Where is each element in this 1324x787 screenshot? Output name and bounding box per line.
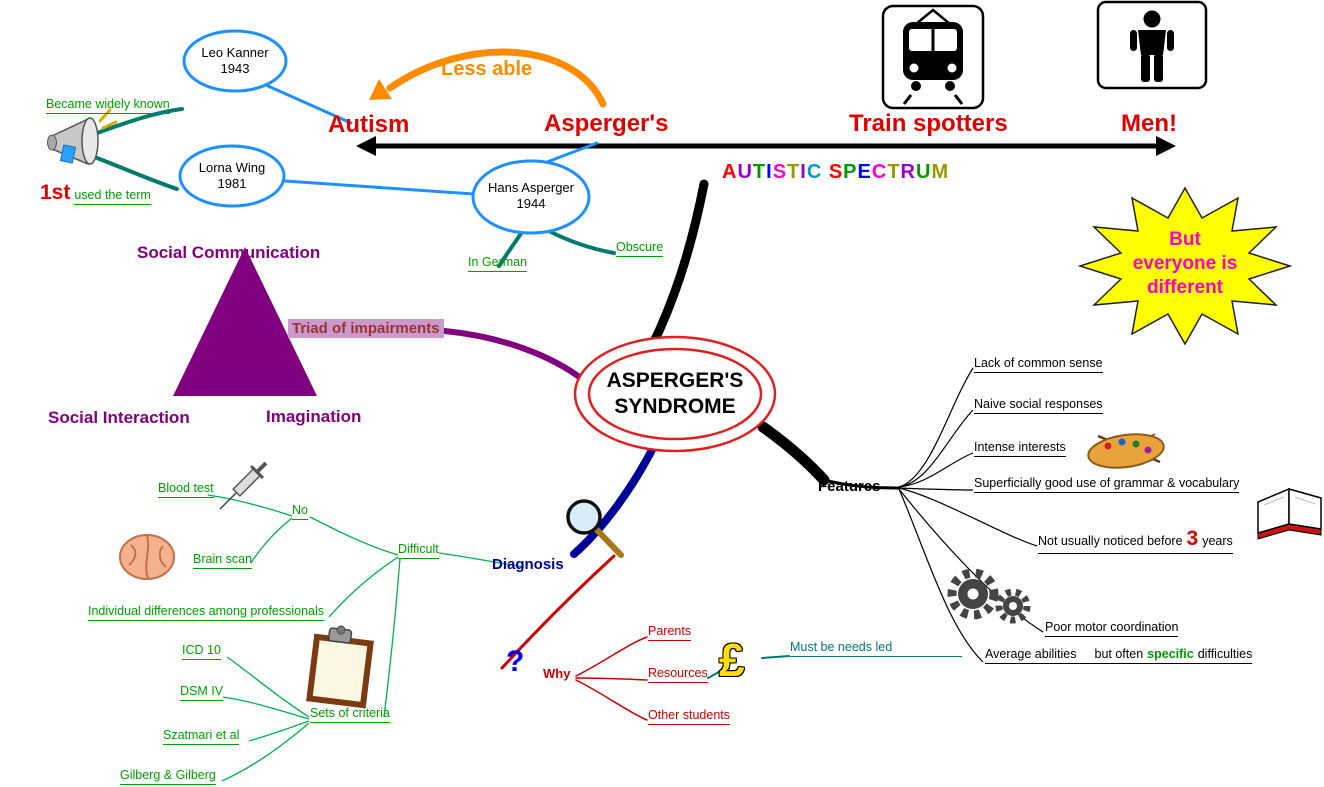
node-individual-differences[interactable]: Individual differences among professiona… (88, 604, 325, 621)
node-dsm4[interactable]: DSM IV (180, 684, 224, 701)
leo-kanner-year: 1943 (220, 61, 250, 76)
first-label: 1st (40, 181, 71, 204)
but-often-text: but often (1094, 647, 1144, 661)
question-mark-icon: ? (506, 645, 525, 678)
node-difficult[interactable]: Difficult (398, 542, 439, 559)
node-train-spotters[interactable]: Train spotters (849, 110, 1008, 137)
feature-branch-lines (898, 367, 1044, 663)
years-text: years (1202, 534, 1233, 548)
history-node-ellipses (178, 29, 591, 235)
hans-asperger-name: Hans Asperger (488, 180, 574, 195)
clipboard-icon (306, 625, 374, 709)
node-why[interactable]: Why (543, 666, 571, 681)
node-naive-social-responses[interactable]: Naive social responses (974, 397, 1103, 414)
syringe-icon (219, 461, 268, 510)
node-social-communication[interactable]: Social Communication (137, 243, 321, 262)
book-icon (1257, 487, 1322, 540)
difficulties-text: difficulties (1197, 647, 1253, 661)
train-icon (881, 4, 985, 110)
diagnosis-branch-lines (207, 494, 525, 782)
leo-kanner-ellipse (182, 29, 288, 93)
starburst-line1: But (1169, 229, 1201, 250)
central-node-ellipse[interactable] (573, 335, 777, 453)
central-title-line2: SYNDROME (614, 395, 736, 418)
starburst-shape (1077, 186, 1293, 346)
central-node-title[interactable]: ASPERGER'S SYNDROME (575, 368, 775, 420)
autistic-spectrum-label[interactable]: AUTISTIC SPECTRUM (722, 161, 950, 183)
node-brain-scan[interactable]: Brain scan (193, 552, 253, 569)
node-parents[interactable]: Parents (648, 624, 692, 641)
starburst-note[interactable]: But everyone is different (1103, 228, 1267, 300)
node-triad-of-impairments[interactable]: Triad of impairments (288, 319, 444, 338)
node-poor-motor-coordination[interactable]: Poor motor coordination (1045, 620, 1179, 637)
node-no[interactable]: No (292, 503, 308, 520)
branch-centre-to-diagnosis (570, 440, 659, 558)
man-icon (1096, 0, 1208, 90)
starburst-line2: everyone is (1132, 253, 1238, 274)
node-szatmari[interactable]: Szatmari et al (163, 728, 240, 745)
needs-led-lines (707, 655, 790, 679)
branch-centre-to-spectrum (647, 179, 709, 351)
node-blood-test[interactable]: Blood test (158, 481, 214, 498)
branch-centre-to-features (757, 421, 901, 490)
gears-icon (947, 568, 1031, 624)
node-men[interactable]: Men! (1121, 110, 1177, 137)
node-other-students[interactable]: Other students (648, 708, 730, 725)
node-diagnosis[interactable]: Diagnosis (492, 556, 564, 573)
lorna-wing-year: 1981 (217, 176, 247, 191)
less-able-arrow (369, 48, 607, 108)
brain-icon (119, 534, 175, 580)
node-imagination[interactable]: Imagination (266, 407, 362, 426)
three-number: 3 (1186, 527, 1199, 550)
node-average-abilities[interactable]: Average abilities but often specific dif… (985, 647, 1253, 664)
average-abilities-text: Average abilities (985, 647, 1077, 661)
node-hans-asperger[interactable]: Hans Asperger 1944 (473, 180, 589, 212)
less-able-label[interactable]: Less able (441, 58, 533, 80)
branch-centre-to-triad (442, 328, 585, 382)
node-first-used-term[interactable]: 1st used the term (40, 181, 151, 205)
lorna-wing-name: Lorna Wing (198, 160, 266, 175)
node-features[interactable]: Features (818, 478, 881, 495)
history-connector-lines (266, 84, 599, 196)
node-icd10[interactable]: ICD 10 (182, 643, 221, 660)
central-title-line1: ASPERGER'S (606, 369, 744, 392)
spectrum-axis-arrow (356, 136, 1176, 156)
megaphone-icon (47, 108, 118, 166)
used-the-term-label: used the term (74, 188, 151, 205)
node-autism[interactable]: Autism (328, 111, 410, 138)
node-in-german[interactable]: In German (468, 255, 528, 272)
pound-symbol: £ (719, 634, 745, 686)
node-social-interaction[interactable]: Social Interaction (48, 408, 190, 427)
node-gilberg[interactable]: Gilberg & Gilberg (120, 768, 216, 785)
node-must-be-needs-led[interactable]: Must be needs led (790, 640, 962, 657)
lorna-wing-ellipse (178, 144, 286, 208)
triad-triangle-shape (173, 247, 317, 396)
node-leo-kanner[interactable]: Leo Kanner 1943 (185, 45, 285, 77)
node-lorna-wing[interactable]: Lorna Wing 1981 (182, 160, 282, 192)
node-lack-common-sense[interactable]: Lack of common sense (974, 356, 1103, 373)
palette-icon (1087, 433, 1165, 469)
node-obscure[interactable]: Obscure (616, 240, 664, 257)
teal-branch-lines (95, 107, 616, 268)
leo-kanner-name: Leo Kanner (201, 45, 269, 60)
hans-asperger-ellipse (471, 159, 591, 235)
specific-text: specific (1147, 647, 1194, 661)
node-aspergers[interactable]: Asperger's (544, 110, 669, 137)
starburst-line3: different (1147, 277, 1223, 298)
not-noticed-text: Not usually noticed before (1038, 534, 1183, 548)
node-intense-interests[interactable]: Intense interests (974, 440, 1066, 457)
why-branch-lines (500, 554, 648, 721)
node-sets-of-criteria[interactable]: Sets of criteria (310, 706, 390, 723)
hans-asperger-year: 1944 (516, 196, 546, 211)
node-resources[interactable]: Resources (648, 666, 708, 683)
node-grammar-vocabulary[interactable]: Superficially good use of grammar & voca… (974, 476, 1240, 493)
magnifier-icon (566, 499, 624, 558)
node-not-noticed-before-3-years[interactable]: Not usually noticed before 3 years (1038, 527, 1233, 554)
node-became-widely-known[interactable]: Became widely known (46, 97, 170, 114)
